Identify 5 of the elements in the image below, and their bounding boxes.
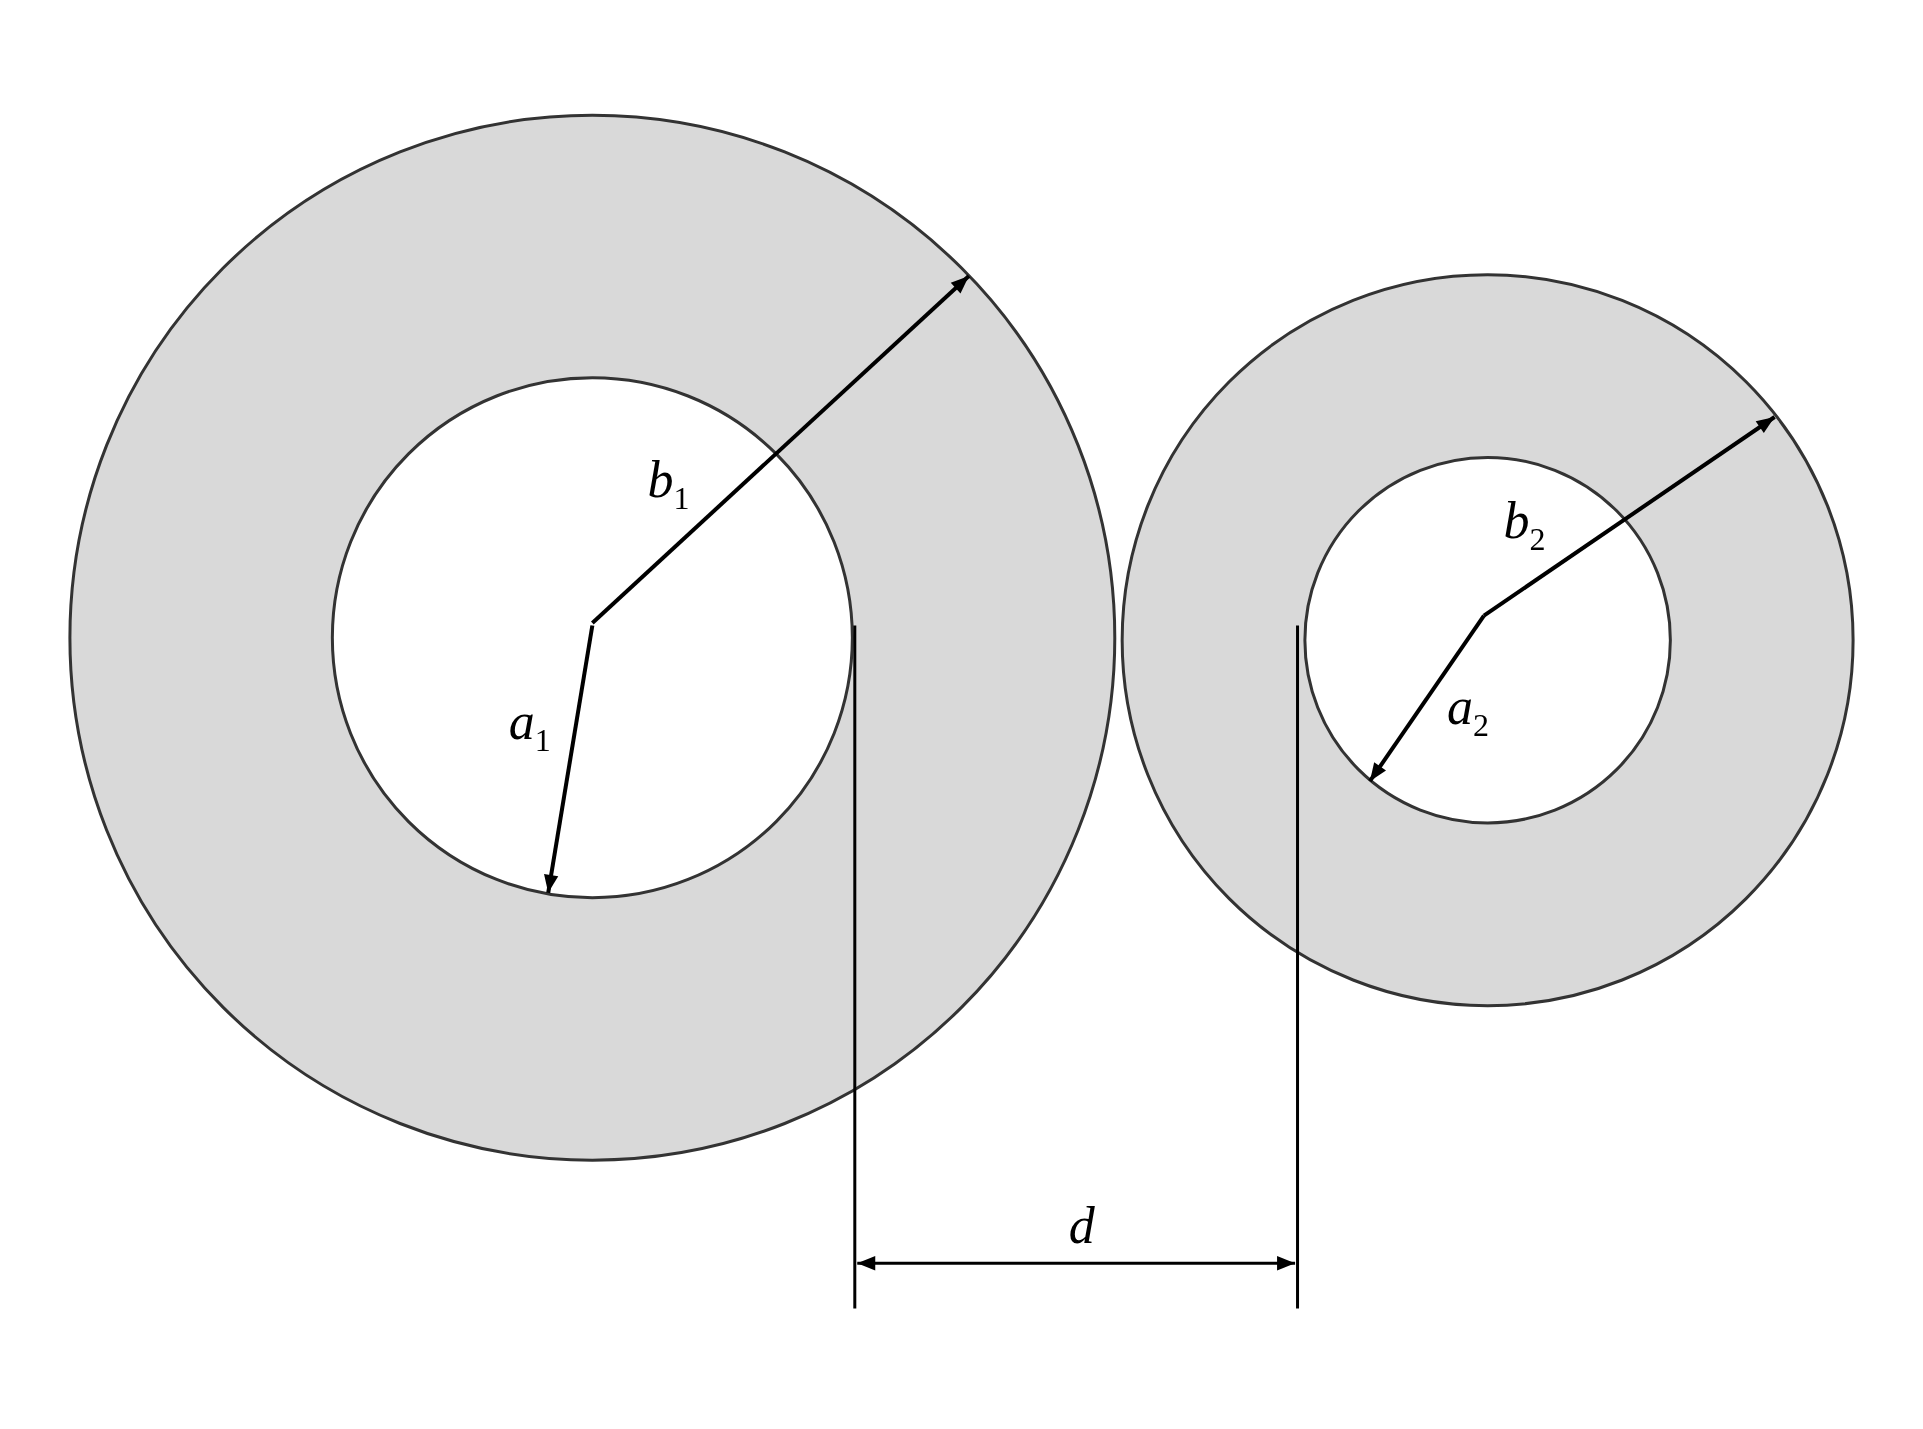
dimension-label: a$_{2}$: [1447, 681, 1489, 741]
dimension-label: d: [1068, 1200, 1095, 1253]
dimension-label: b$_{2}$: [1503, 495, 1546, 555]
dimension-label: a$_{1}$: [508, 696, 551, 756]
dimension-label: b$_{1}$: [647, 454, 690, 515]
